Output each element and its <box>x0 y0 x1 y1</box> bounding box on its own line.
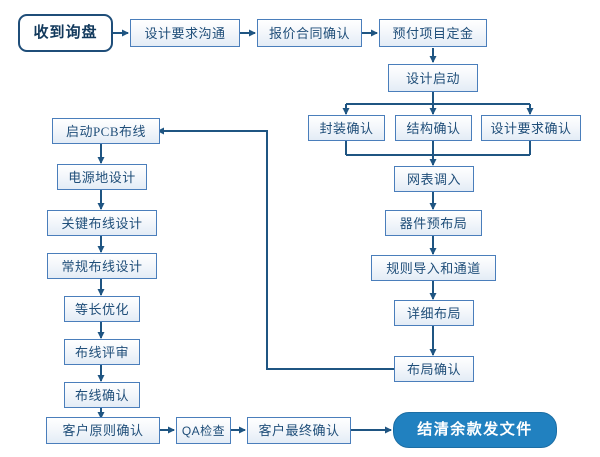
node-customer-final-confirm[interactable]: 客户最终确认 <box>247 417 351 444</box>
node-layout-confirm[interactable]: 布局确认 <box>394 356 474 382</box>
node-length-tuning[interactable]: 等长优化 <box>64 296 140 322</box>
node-design-requirement-confirm[interactable]: 设计要求确认 <box>481 115 581 141</box>
node-routing-confirm[interactable]: 布线确认 <box>64 382 140 408</box>
node-routing-review[interactable]: 布线评审 <box>64 339 140 365</box>
node-quote-contract-confirm[interactable]: 报价合同确认 <box>257 19 362 47</box>
node-settle-balance-send-files[interactable]: 结清余款发文件 <box>393 412 557 448</box>
node-critical-routing-design[interactable]: 关键布线设计 <box>47 210 157 236</box>
edge-layoutconfirm-to-startrouting <box>157 127 398 370</box>
node-power-ground-design[interactable]: 电源地设计 <box>57 164 147 190</box>
node-design-start[interactable]: 设计启动 <box>388 64 478 92</box>
node-detailed-layout[interactable]: 详细布局 <box>394 300 474 326</box>
node-component-preplacement[interactable]: 器件预布局 <box>385 210 482 236</box>
node-rule-import-and-channel[interactable]: 规则导入和通道 <box>371 255 496 281</box>
node-prepay-deposit[interactable]: 预付项目定金 <box>379 19 487 47</box>
node-start-pcb-routing[interactable]: 启动PCB布线 <box>52 118 160 144</box>
node-customer-principle-confirm[interactable]: 客户原则确认 <box>46 417 160 444</box>
node-normal-routing-design[interactable]: 常规布线设计 <box>47 253 157 279</box>
node-netlist-import[interactable]: 网表调入 <box>394 166 474 192</box>
node-qa-check[interactable]: QA检查 <box>176 417 231 444</box>
node-inquiry-received[interactable]: 收到询盘 <box>18 14 113 52</box>
node-structure-confirm[interactable]: 结构确认 <box>395 115 472 141</box>
node-package-confirm[interactable]: 封装确认 <box>308 115 385 141</box>
node-design-requirement-communication[interactable]: 设计要求沟通 <box>130 19 240 47</box>
